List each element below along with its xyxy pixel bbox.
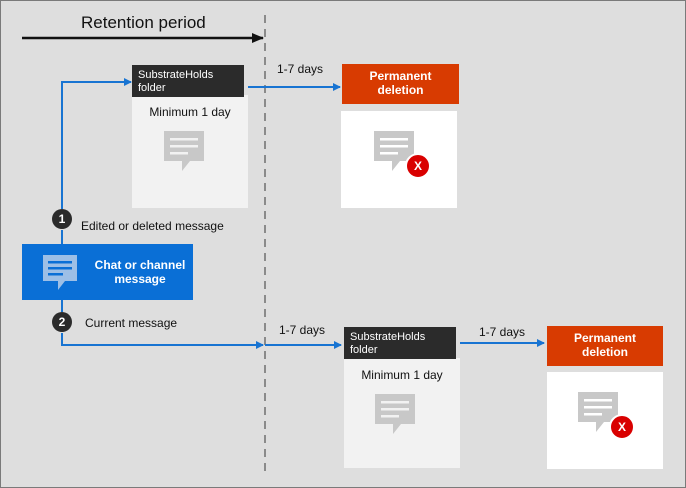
- top-delay-label: 1-7 days: [277, 62, 324, 76]
- top-substrateholds-folder-tag: SubstrateHolds folder: [132, 65, 244, 97]
- chat-or-channel-message-box: Chat or channel message: [22, 244, 193, 300]
- message-icon: [164, 131, 204, 171]
- top-deletion-panel: X: [341, 111, 457, 208]
- step-1-label: Edited or deleted message: [81, 219, 224, 233]
- step-1-badge: 1: [52, 209, 72, 229]
- bottom-delay-label-2: 1-7 days: [479, 325, 526, 339]
- bottom-delay-label-1: 1-7 days: [279, 323, 326, 337]
- message-icon: [375, 394, 415, 434]
- bottom-holds-panel-label: Minimum 1 day: [361, 368, 443, 382]
- delete-x-icon: X: [609, 414, 635, 440]
- message-icon: [578, 392, 618, 432]
- top-holds-panel: Minimum 1 day: [132, 95, 248, 208]
- current-message-connector: [61, 333, 264, 349]
- top-holds-panel-label: Minimum 1 day: [149, 105, 231, 119]
- bottom-deletion-panel: X: [547, 372, 663, 469]
- step-2-label: Current message: [85, 316, 178, 330]
- message-icon: [43, 255, 77, 290]
- bottom-substrateholds-folder-tag: SubstrateHolds folder: [344, 327, 456, 359]
- step-2-badge: 2: [52, 312, 72, 332]
- edited-message-connector: [61, 78, 132, 209]
- top-permanent-deletion-tag: Permanent deletion: [342, 64, 459, 104]
- message-icon: [374, 131, 414, 171]
- retention-period-title: Retention period: [81, 13, 206, 32]
- delete-x-icon: X: [405, 153, 431, 179]
- chat-or-channel-message-label: Chat or channel message: [94, 258, 186, 286]
- bottom-permanent-deletion-tag: Permanent deletion: [547, 326, 663, 366]
- bottom-holds-panel: Minimum 1 day: [344, 358, 460, 468]
